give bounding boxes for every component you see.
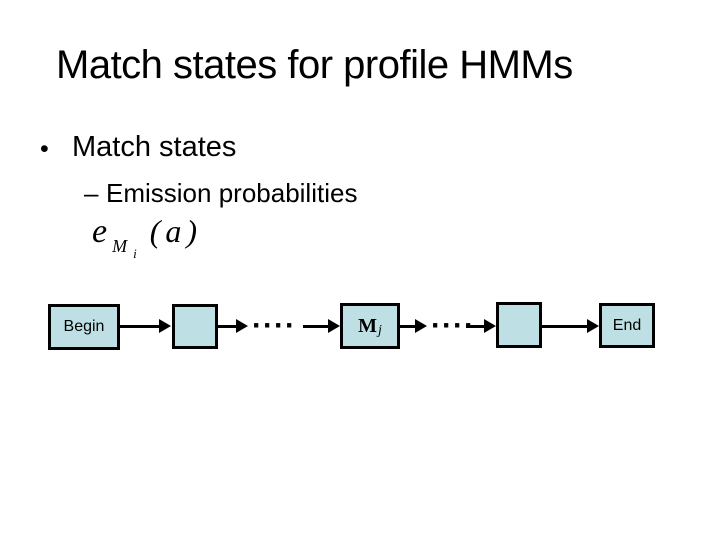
bullet-marker: • (40, 135, 49, 163)
formula-subscript-M: M (112, 236, 128, 256)
arrow-head-icon (587, 319, 599, 333)
formula-base-e: e (92, 213, 108, 250)
arrow-shaft (466, 325, 485, 328)
sub-bullet-text-emission-probabilities: Emission probabilities (106, 178, 358, 208)
bullet-text-match-states: Match states (72, 131, 237, 163)
slide-title: Match states for profile HMMs (56, 43, 573, 87)
arrow-shaft (218, 325, 237, 328)
arrow-head-icon (415, 319, 427, 333)
end-label: End (612, 316, 642, 334)
arrow-head-icon (159, 319, 171, 333)
begin-label: Begin (63, 318, 105, 335)
arrow-shaft (120, 325, 160, 328)
arrow-head-icon (484, 319, 496, 333)
formula-subsubscript-i: i (133, 246, 137, 261)
formula-close-paren: ) (186, 213, 198, 249)
state-node-match-j: M j (340, 303, 400, 349)
state-node-match-2 (496, 302, 542, 348)
arrow-shaft (303, 325, 329, 328)
formula-argument-a: a (165, 213, 182, 249)
arrow-shaft (542, 325, 588, 328)
formula-open-paren: ( (149, 213, 161, 249)
match-j-label-main: M (358, 314, 377, 337)
arrow-head-icon (236, 319, 248, 333)
arrow-head-icon (328, 319, 340, 333)
arrow-shaft (400, 325, 416, 328)
emission-probability-formula: e M i ( a ) (92, 213, 198, 261)
match-j-label-subscript: j (378, 323, 382, 338)
state-node-match-1 (172, 304, 218, 349)
ellipsis-dots: ···· (252, 309, 296, 342)
state-node-end: End (599, 303, 655, 348)
state-node-begin: Begin (48, 304, 120, 350)
sub-bullet-marker: – (84, 178, 99, 208)
